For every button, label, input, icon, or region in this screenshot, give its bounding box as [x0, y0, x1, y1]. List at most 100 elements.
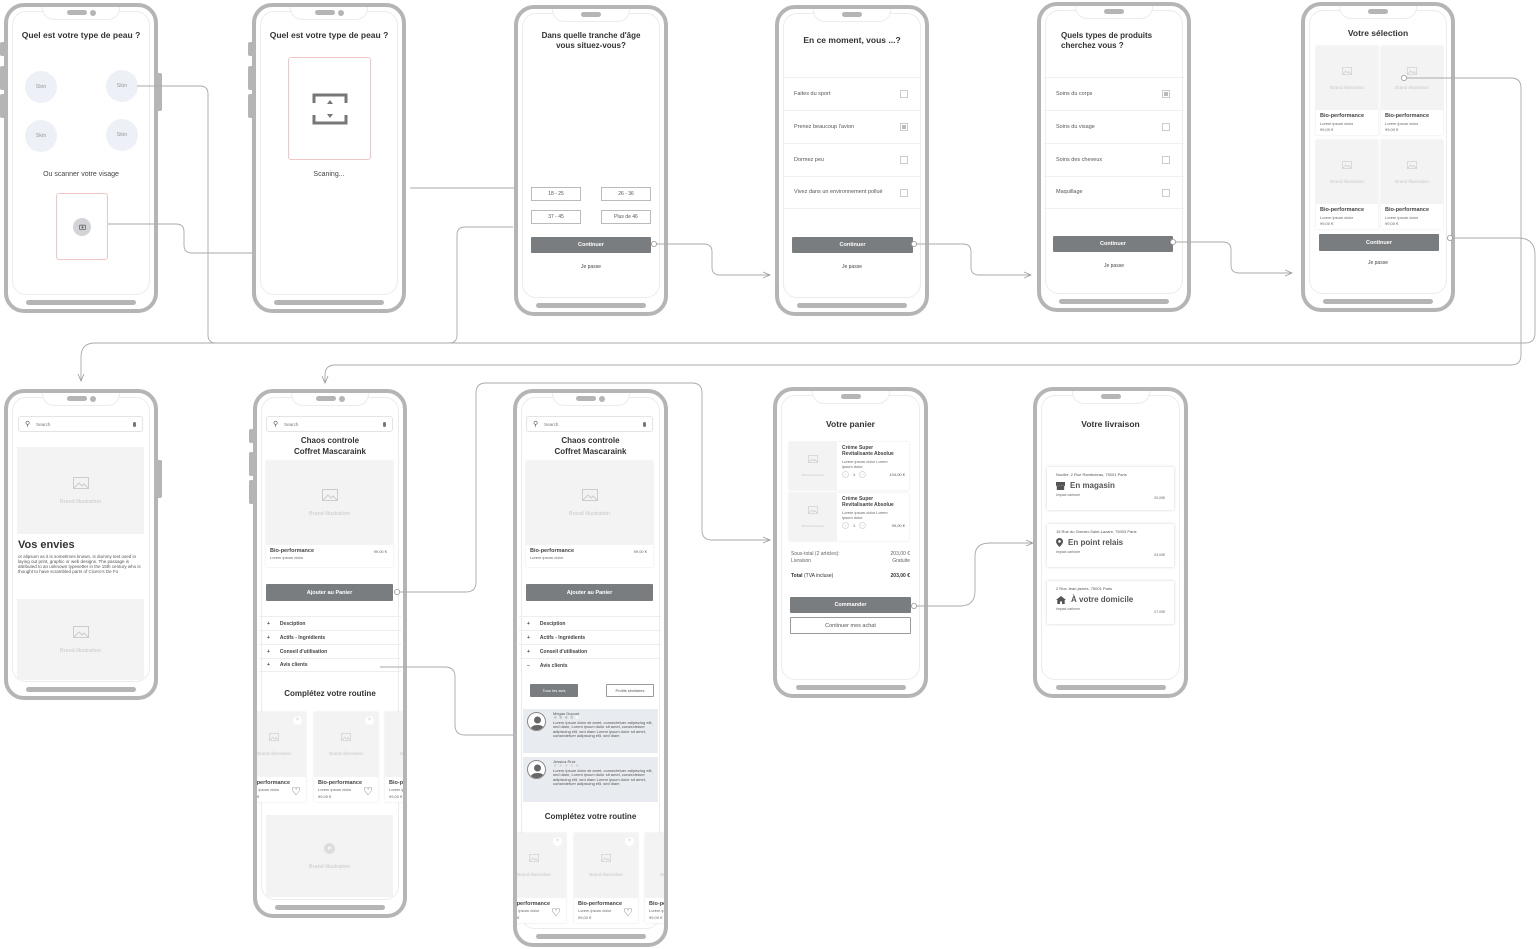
skip-link[interactable]: Je passe: [1367, 260, 1388, 266]
increase-quantity-button[interactable]: +: [842, 522, 849, 529]
search-bar[interactable]: ⚲: [526, 416, 653, 432]
filter-similar-profiles-button[interactable]: Profils similaires: [606, 684, 654, 697]
product-desc: Lorem ipsum dolor: [257, 787, 280, 792]
add-to-cart-button[interactable]: Ajouter au Panier: [266, 584, 393, 601]
delivery-price: 03,00€: [1154, 553, 1165, 557]
flow-connector: [914, 244, 1031, 275]
option-row[interactable]: Soins du visage: [1044, 110, 1184, 143]
product-price: 99,00 €: [517, 915, 520, 920]
add-to-cart-button[interactable]: Ajouter au Panier: [526, 584, 653, 601]
accordion-description[interactable]: +Desciption: [519, 616, 661, 630]
accordion-ingredients[interactable]: +Actifs - Ingrédients: [519, 630, 661, 644]
checkbox[interactable]: [1162, 156, 1170, 164]
checkbox[interactable]: [900, 156, 908, 164]
age-option[interactable]: 26 - 36: [601, 187, 651, 201]
heart-icon[interactable]: ♡: [551, 907, 561, 919]
skin-option[interactable]: Skin: [25, 71, 57, 103]
decrease-quantity-button[interactable]: −: [859, 471, 867, 478]
continue-button[interactable]: Continuer: [792, 237, 913, 253]
page-title: Quel est votre type de peau ?: [269, 30, 389, 40]
skip-link[interactable]: Je passe: [1103, 263, 1124, 269]
checkbox[interactable]: [1162, 123, 1170, 131]
accordion-description[interactable]: +Desciption: [259, 616, 401, 630]
side-button: [0, 42, 5, 56]
routine-product-card[interactable]: Brand Illustration×Bio-performanceLorem …: [385, 712, 403, 802]
search-input[interactable]: [36, 421, 117, 427]
routine-product-card[interactable]: Brand Illustration×Bio-performanceLorem …: [645, 833, 664, 923]
search-bar[interactable]: ⚲: [266, 416, 393, 432]
option-row[interactable]: Soins du corps: [1044, 77, 1184, 110]
accordion-ingredients[interactable]: +Actifs - Ingrédients: [259, 630, 401, 644]
microphone-icon[interactable]: [133, 421, 136, 427]
heart-icon[interactable]: ♡: [623, 907, 633, 919]
checkbox[interactable]: [900, 90, 908, 98]
accordion-label: Avis clients: [279, 662, 308, 668]
routine-product-card[interactable]: Brand Illustration×Bio-performanceLorem …: [257, 712, 306, 802]
continue-button[interactable]: Continuer: [1053, 236, 1173, 252]
age-option[interactable]: 18 - 25: [531, 187, 581, 201]
close-icon[interactable]: ×: [293, 716, 302, 725]
increase-quantity-button[interactable]: +: [842, 471, 849, 478]
video-placeholder[interactable]: Brand illustration: [266, 815, 393, 897]
accordion-usage[interactable]: +Conseil d'utilisation: [519, 644, 661, 658]
checkbox[interactable]: [900, 189, 908, 197]
search-input[interactable]: [284, 421, 365, 427]
option-row[interactable]: Faites du sport: [782, 77, 922, 110]
product-desc: Lorem ipsum dolor: [530, 555, 564, 560]
brand-illustration: Brand illustration: [526, 461, 653, 545]
image-caption: Brand illustration: [60, 647, 101, 654]
close-icon[interactable]: ×: [625, 837, 634, 846]
product-name: Bio-performance: [1320, 207, 1365, 213]
skin-option[interactable]: Skin: [106, 70, 138, 102]
continue-shopping-button[interactable]: Continuer mes achat: [790, 617, 911, 634]
skin-option[interactable]: Skin: [106, 119, 138, 151]
continue-button[interactable]: Continuer: [1319, 234, 1439, 251]
scan-face-button[interactable]: [56, 193, 108, 260]
filter-all-reviews-button[interactable]: Tous les avis: [530, 684, 578, 697]
accordion-reviews[interactable]: +Avis clients: [259, 658, 401, 672]
accordion-usage[interactable]: +Conseil d'utilisation: [259, 644, 401, 658]
decrease-quantity-button[interactable]: −: [859, 522, 867, 529]
option-row[interactable]: Dormez peu: [782, 143, 922, 176]
option-row[interactable]: Prenez beaucoup l'avion: [782, 110, 922, 143]
age-option[interactable]: 37 - 45: [531, 210, 581, 224]
page-title: Votre sélection: [1347, 28, 1409, 38]
microphone-icon[interactable]: [643, 421, 646, 427]
microphone-icon[interactable]: [383, 421, 386, 427]
page-title: Quel est votre type de peau ?: [21, 30, 141, 40]
product-price: 99,00 €: [373, 549, 387, 554]
skin-option[interactable]: Skin: [25, 120, 57, 152]
play-icon[interactable]: [324, 842, 335, 854]
skip-link[interactable]: Je passe: [580, 264, 601, 270]
accordion-reviews-expanded[interactable]: −Avis clients: [519, 658, 661, 672]
image-caption: Brand Illustration: [1395, 84, 1429, 90]
search-bar[interactable]: ⚲: [18, 416, 143, 432]
skip-link[interactable]: Je passe: [841, 264, 862, 270]
routine-product-card[interactable]: Brand Illustration×Bio-performanceLorem …: [517, 833, 566, 923]
heart-icon[interactable]: ♡: [291, 786, 301, 798]
heart-icon[interactable]: ♡: [363, 786, 373, 798]
order-button[interactable]: Commander: [790, 597, 911, 613]
option-row[interactable]: Maquillage: [1044, 176, 1184, 209]
continue-button[interactable]: Continuer: [531, 237, 651, 253]
option-row[interactable]: Vivez dans un environnement pollué: [782, 176, 922, 209]
checkbox-checked[interactable]: [900, 123, 908, 131]
checkbox[interactable]: [1162, 189, 1170, 197]
checkbox-checked[interactable]: [1162, 90, 1170, 98]
image-caption: Brand Illustration: [801, 473, 825, 477]
close-icon[interactable]: ×: [553, 837, 562, 846]
search-input[interactable]: [544, 421, 625, 427]
close-icon[interactable]: ×: [365, 716, 374, 725]
delivery-option[interactable]: 15 Rue du Grenier-Saint-Lazare, 75003 Pa…: [1047, 524, 1174, 567]
image-caption: Brand Illustration: [257, 751, 291, 756]
age-option[interactable]: Plus de 46: [601, 210, 651, 224]
option-row[interactable]: Soins des cheveux: [1044, 143, 1184, 176]
